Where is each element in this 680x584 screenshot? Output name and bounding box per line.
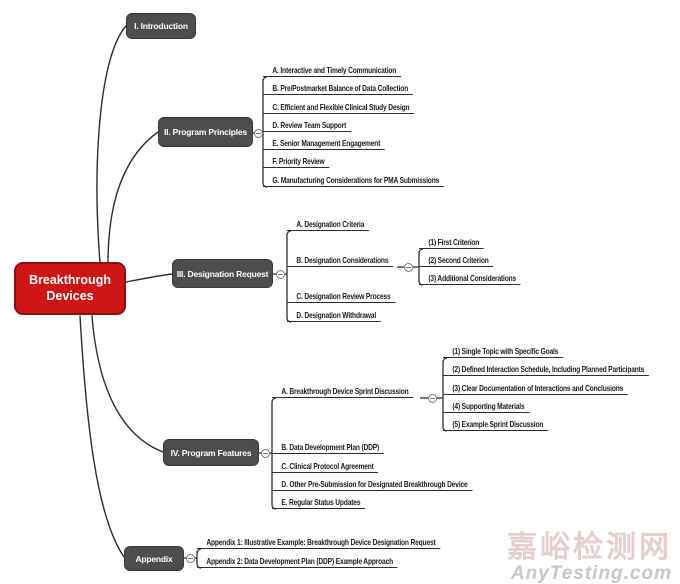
leaf-item[interactable]: G. Manufacturing Considerations for PMA … <box>263 174 444 187</box>
collapse-button-designation-considerations[interactable] <box>404 263 413 272</box>
leaf-item[interactable]: A. Interactive and Timely Communication <box>263 64 401 77</box>
leaf-item[interactable]: B. Pre/Postmarket Balance of Data Collec… <box>263 82 413 95</box>
branch-node-program-principles[interactable]: II. Program Principles <box>158 117 253 147</box>
branch-label: Appendix <box>135 553 173 564</box>
leaf-item[interactable]: C. Clinical Protocol Agreement <box>272 460 379 473</box>
collapse-button-appendix[interactable] <box>186 554 195 563</box>
leaf-item[interactable]: (1) Single Topic with Specific Goals <box>443 345 563 358</box>
branch-node-program-features[interactable]: IV. Program Features <box>163 439 259 466</box>
branch-node-appendix[interactable]: Appendix <box>124 546 184 571</box>
leaf-item[interactable]: E. Regular Status Updates <box>272 496 366 509</box>
leaf-item[interactable]: D. Designation Withdrawal <box>287 309 381 322</box>
leaf-item[interactable]: (3) Additional Considerations <box>419 272 521 285</box>
leaf-item[interactable]: C. Efficient and Flexible Clinical Study… <box>263 101 415 114</box>
root-topic-label: Breakthrough Devices <box>29 272 111 303</box>
branch-label: II. Program Principles <box>164 127 247 137</box>
root-topic-breakthrough-devices[interactable]: Breakthrough Devices <box>14 262 126 315</box>
leaf-item[interactable]: (4) Supporting Materials <box>443 400 530 413</box>
leaf-item[interactable]: Appendix 2: Data Development Plan (DDP) … <box>197 555 398 568</box>
collapse-button-program-features[interactable] <box>261 449 270 458</box>
leaf-item[interactable]: C. Designation Review Process <box>287 290 396 303</box>
branch-node-designation-request[interactable]: III. Designation Request <box>172 259 273 288</box>
leaf-item[interactable]: (2) Defined Interaction Schedule, Includ… <box>443 363 649 376</box>
branch-label: III. Designation Request <box>176 268 269 279</box>
collapse-button-designation-request[interactable] <box>276 270 285 279</box>
leaf-item[interactable]: B. Data Development Plan (DDP) <box>272 441 384 454</box>
leaf-item[interactable]: (3) Clear Documentation of Interactions … <box>443 382 628 395</box>
leaf-item[interactable]: Appendix 1: Illustrative Example: Breakt… <box>197 536 441 549</box>
collapse-button-sprint-discussion[interactable] <box>428 394 437 403</box>
leaf-item[interactable]: (1) First Criterion <box>419 236 484 249</box>
leaf-item[interactable]: A. Designation Criteria <box>287 218 369 231</box>
leaf-item[interactable]: A. Breakthrough Device Sprint Discussion <box>272 385 414 398</box>
leaf-item[interactable]: (5) Example Sprint Discussion <box>443 418 548 431</box>
leaf-item[interactable]: D. Other Pre-Submission for Designated B… <box>272 478 473 491</box>
leaf-item[interactable]: (2) Second Criterion <box>419 254 494 267</box>
collapse-button-program-principles[interactable] <box>254 129 263 138</box>
leaf-item[interactable]: E. Senior Management Engagement <box>263 137 385 150</box>
branch-node-introduction[interactable]: I. Introduction <box>126 13 196 39</box>
branch-label: I. Introduction <box>134 21 188 31</box>
leaf-item[interactable]: D. Review Team Support <box>263 119 351 132</box>
branch-label: IV. Program Features <box>170 447 252 458</box>
leaf-item[interactable]: F. Priority Review <box>263 155 330 168</box>
leaf-item[interactable]: B. Designation Considerations <box>287 254 394 267</box>
